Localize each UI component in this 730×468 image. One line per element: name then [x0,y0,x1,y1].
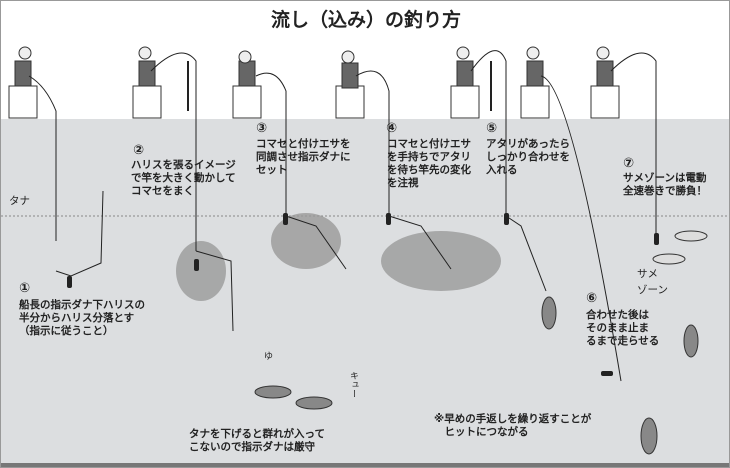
shark [652,253,686,265]
bottom-border [1,463,729,467]
fishing-line [255,72,287,216]
tuna-fish [683,324,699,358]
sinkers [67,213,659,376]
fishermen [8,46,620,119]
step-7-number: ⑦ [623,156,635,171]
fishing-line [540,75,622,382]
fisherman-2 [132,46,162,119]
sinker [283,213,288,225]
tana-label: タナ [9,195,30,207]
chum-cloud [176,241,226,301]
step-6-number: ⑥ [586,291,598,306]
step-6-text: 合わせた後は そのまま止ま るまで走らせる [586,309,660,347]
fish [254,230,708,455]
sound-effect: キュー [348,371,358,398]
step-2-text: ハリスを張るイメージ で竿を大きく動かして コマセをまく [131,159,236,197]
chum-clouds [176,213,501,301]
step-1-number: ① [19,281,31,296]
fisherman-6 [520,46,550,119]
sea-area [1,119,729,463]
step-4-text: コマセと付けエサ を手持ちでアタリ を待ち竿先の変化 を注視 [387,138,471,189]
sinker [654,233,659,245]
fisherman-5 [450,46,480,119]
leader-line [55,190,104,277]
page-title: 流し（込み）の釣り方 [270,9,461,31]
leader-line [285,215,347,270]
shark [674,230,708,242]
chum-cloud [381,231,501,291]
fishing-line [355,70,390,216]
rods-and-lines [28,50,657,382]
chum-cloud [271,213,341,269]
tuna-fish [254,385,292,399]
leader-line [388,215,452,270]
step-1-text: 船長の指示ダナ下ハリスの 半分からハリス分落とす （指示に従うこと） [19,299,145,337]
sinker [67,276,72,288]
tuna-fish [640,417,658,455]
fisherman-4 [335,50,365,119]
step-5-text: アタリがあったら しっかり合わせを 入れる [486,138,570,176]
step-4-number: ④ [386,121,398,136]
fisherman-1 [8,46,38,119]
tuna-fish [295,396,333,410]
sound-effect: ゆ [264,352,274,362]
step-3-text: コマセと付けエサを 同調させ指示ダナに セット [256,138,351,176]
fishing-line [28,75,57,241]
step-2-number: ② [133,143,145,158]
sinker [386,213,391,225]
fishing-line [470,50,507,216]
leader-line [505,215,547,292]
step-5-number: ⑤ [486,121,498,136]
leader-line [195,250,234,332]
step-7-text: サメゾーンは電動 全速巻きで勝負！ [623,172,707,197]
fisherman-7 [590,46,620,119]
bottom-note: タナを下げると群れが入って こないので指示ダナは厳守 [189,428,325,453]
sinker [504,213,509,225]
fisherman-3 [232,50,262,119]
shark-zone-label: サメ ゾーン [637,268,668,296]
tip-note: ※早めの手返しを繰り返すことが ヒットにつながる [434,413,592,438]
fishing-line [150,52,197,251]
sinker [194,259,199,271]
fishing-line [610,52,657,241]
step-3-number: ③ [256,121,268,136]
tuna-fish [541,296,557,330]
sinker [601,371,613,376]
